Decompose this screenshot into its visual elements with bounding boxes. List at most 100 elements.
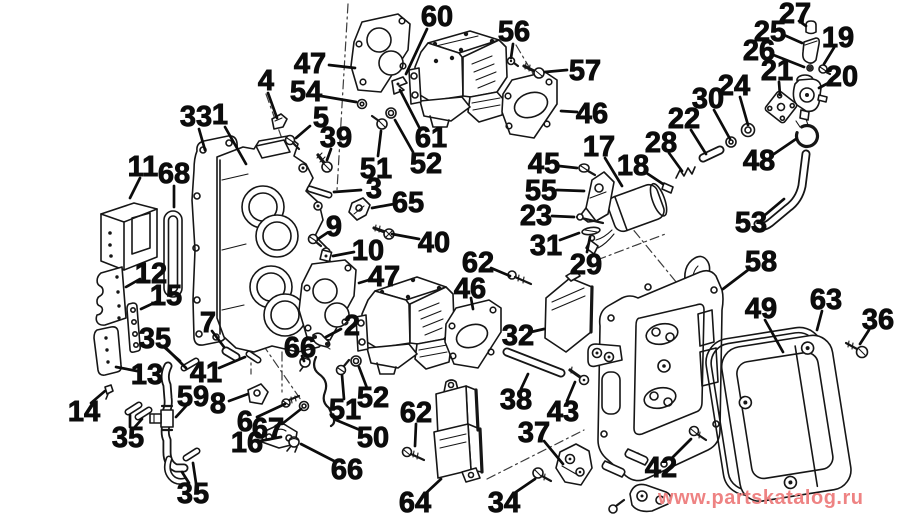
screw-42 — [688, 425, 708, 442]
leader-line-49 — [763, 318, 785, 354]
part-label-55: 55 — [525, 175, 557, 207]
leader-line-58 — [721, 268, 750, 291]
leader-line-47 — [327, 63, 357, 70]
leader-line-60 — [404, 27, 429, 76]
leader-line-48 — [772, 137, 798, 156]
leader-line-1 — [223, 125, 248, 166]
leader-line-51 — [340, 373, 346, 401]
leader-line-55 — [555, 188, 586, 193]
clamp-66-bottom — [286, 436, 300, 453]
part-label-11: 11 — [128, 151, 159, 183]
screw-56 — [506, 56, 520, 68]
leader-line-59 — [174, 403, 189, 419]
leader-line-33 — [197, 127, 207, 152]
part-label-23: 23 — [520, 200, 552, 232]
part-label-66: 66 — [284, 332, 316, 364]
part-label-68: 68 — [158, 158, 190, 190]
part-label-46: 46 — [576, 98, 608, 130]
leader-line-35 — [132, 417, 144, 430]
leader-line-27 — [797, 19, 808, 28]
part-label-39: 39 — [320, 122, 352, 154]
part-label-50: 50 — [357, 422, 389, 454]
part-label-62: 62 — [400, 397, 432, 429]
carburetor-bottom — [355, 276, 455, 375]
leader-line-35 — [180, 470, 191, 485]
part-label-37: 37 — [518, 417, 550, 449]
plate-hinge-parts — [601, 448, 672, 514]
small-clip-14 — [104, 384, 114, 400]
part-label-21: 21 — [761, 55, 793, 87]
fuel-pump-group — [753, 20, 832, 231]
part-label-43: 43 — [547, 396, 579, 428]
part-label-13: 13 — [131, 359, 163, 391]
part-label-42: 42 — [645, 452, 677, 484]
leader-line-39 — [325, 147, 333, 162]
part-label-10: 10 — [352, 235, 384, 267]
rod-50 — [312, 355, 336, 428]
part-label-18: 18 — [617, 150, 649, 182]
washer-30 — [725, 136, 737, 148]
fuel-hose-53 — [753, 149, 811, 231]
part-label-29: 29 — [570, 249, 602, 281]
leader-line-19 — [822, 44, 837, 66]
hose-clamp-48 — [794, 118, 820, 149]
tube-38 — [502, 347, 566, 378]
ring-54 — [356, 98, 368, 110]
leader-line-16 — [258, 435, 283, 443]
part-label-52: 52 — [357, 382, 389, 414]
leader-line-42 — [670, 437, 693, 460]
leader-line-46 — [559, 109, 579, 114]
leader-line-6 — [255, 402, 287, 419]
bracket-37 — [555, 443, 593, 486]
part-label-66: 66 — [331, 454, 363, 486]
leader-line-47 — [357, 277, 374, 285]
leader-line-29 — [585, 235, 592, 254]
leader-line-56 — [509, 42, 515, 60]
part-label-40: 40 — [418, 227, 450, 259]
carburetor-gasket-46-top — [501, 71, 558, 139]
leader-line-14 — [89, 389, 107, 405]
part-label-47: 47 — [294, 48, 326, 80]
carburetor-top — [408, 30, 508, 128]
air-silencer-cover-63 — [720, 334, 852, 503]
leader-line-31 — [558, 231, 581, 242]
leader-line-20 — [817, 79, 834, 90]
leader-line-21 — [777, 80, 782, 97]
part-label-63: 63 — [810, 284, 842, 316]
part-label-35: 35 — [177, 478, 209, 510]
part-label-22: 22 — [668, 103, 700, 135]
dowel-3 — [306, 185, 333, 199]
part-label-16: 16 — [231, 427, 263, 459]
carburetor-gasket-top — [350, 13, 411, 93]
leader-line-22 — [689, 128, 708, 156]
screw-62-bottom — [401, 446, 426, 462]
bolt-51-top — [370, 114, 388, 130]
leader-line-45 — [557, 164, 579, 170]
cover-gasket — [163, 210, 183, 298]
part-label-57: 57 — [569, 55, 601, 87]
part-label-3: 3 — [366, 173, 382, 205]
nut-52-top — [385, 107, 397, 119]
screw-62-top — [507, 270, 533, 286]
part-label-25: 25 — [754, 16, 786, 48]
part-label-6: 6 — [237, 406, 253, 438]
leader-line-10 — [331, 250, 356, 258]
part-label-14: 14 — [68, 396, 100, 428]
square-nut-10 — [319, 249, 333, 263]
part-label-64: 64 — [399, 487, 431, 519]
leader-line-3 — [332, 188, 363, 194]
part-label-27: 27 — [779, 0, 811, 30]
part-label-62: 62 — [462, 247, 494, 279]
leader-line-53 — [763, 197, 786, 217]
part-label-51: 51 — [360, 153, 392, 185]
spring-28 — [675, 166, 696, 179]
leader-line-51 — [376, 129, 383, 158]
part-label-30: 30 — [692, 83, 724, 115]
clamp-61 — [391, 76, 408, 95]
clip-65 — [348, 197, 371, 221]
roller-7 — [221, 346, 241, 362]
reed-plate — [93, 326, 122, 376]
screw-5 — [284, 134, 301, 151]
